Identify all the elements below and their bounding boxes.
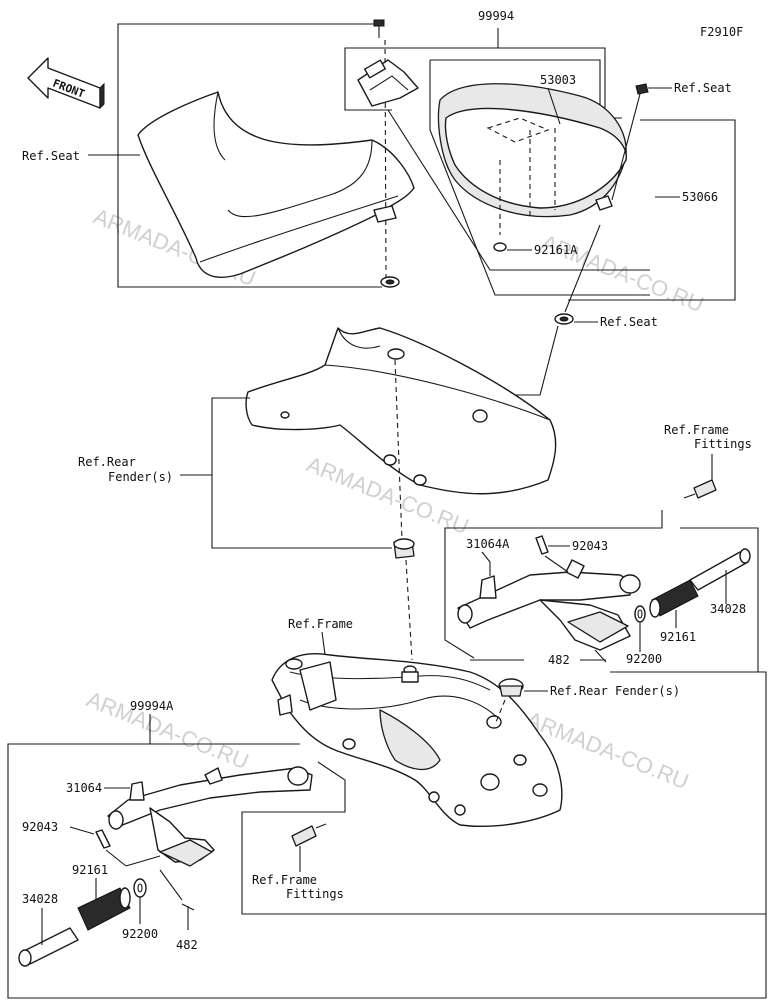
- ref-seat-mid-label: Ref.Seat: [600, 315, 658, 329]
- label-92043-left: 92043: [22, 820, 58, 834]
- label-482-left: 482: [176, 938, 198, 952]
- ref-frame-fittings-left-label-1: Ref.Frame: [252, 873, 317, 887]
- label-92161-left: 92161: [72, 863, 108, 877]
- ref-frame-fittings-right-label-2: Fittings: [694, 437, 752, 451]
- label-92161-right: 92161: [660, 630, 696, 644]
- bracket-99994: 99994: [344, 9, 606, 112]
- ref-frame-label: Ref.Frame: [288, 617, 353, 631]
- ref-rear-fender-label-2: Fender(s): [108, 470, 173, 484]
- label-34028-left: 34028: [22, 892, 58, 906]
- label-92200-right: 92200: [626, 652, 662, 666]
- label-31064a: 31064A: [466, 537, 510, 551]
- front-arrow-icon: FRONT: [27, 57, 105, 110]
- label-99994: 99994: [478, 9, 514, 23]
- frame-group: Ref.Frame Ref.Rear Fender(s): [271, 617, 680, 828]
- label-99994a: 99994A: [130, 699, 174, 713]
- ref-rear-fender-label-1: Ref.Rear: [78, 455, 136, 469]
- front-seat-group: Ref.Seat: [22, 19, 415, 288]
- ref-seat-left-label: Ref.Seat: [22, 149, 80, 163]
- label-53003: 53003: [540, 73, 576, 87]
- label-482-right: 482: [548, 653, 570, 667]
- ref-frame-fittings-left-label-2: Fittings: [286, 887, 344, 901]
- label-34028-right: 34028: [710, 602, 746, 616]
- ref-seat-top-label: Ref.Seat: [674, 81, 732, 95]
- label-92200-left: 92200: [122, 927, 158, 941]
- label-92043-right: 92043: [572, 539, 608, 553]
- ref-rear-fender-s-label: Ref.Rear Fender(s): [550, 684, 680, 698]
- rear-seat-group: 53003 92161A Ref.Seat 53066 Ref.Seat: [387, 59, 736, 413]
- left-footpeg-group: 99994A 31064 92043 34028 92161: [7, 671, 767, 999]
- right-footpeg-group: Ref.Frame Fittings 31064A 92043 34028 92…: [444, 423, 759, 673]
- label-31064: 31064: [66, 781, 102, 795]
- label-53066: 53066: [682, 190, 718, 204]
- label-92161a: 92161A: [534, 243, 578, 257]
- rear-fender-group: Ref.Rear Fender(s): [78, 327, 557, 661]
- ref-frame-fittings-right-label-1: Ref.Frame: [664, 423, 729, 437]
- diagram-code: F2910F: [700, 25, 743, 39]
